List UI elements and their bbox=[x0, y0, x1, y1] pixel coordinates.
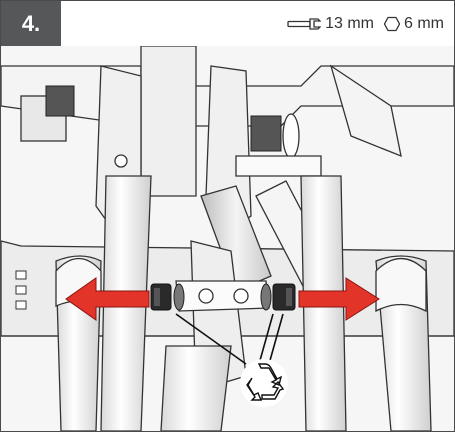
callout-line-right-1 bbox=[258, 313, 274, 365]
tool-wrench: 13 mm bbox=[287, 15, 374, 33]
wrench-size-label: 13 mm bbox=[325, 14, 374, 32]
recycle-icon bbox=[240, 359, 288, 407]
platform-slot-3 bbox=[15, 300, 27, 310]
tool-list: 13 mm 6 mm bbox=[281, 1, 444, 46]
platform-slot-2 bbox=[15, 285, 27, 295]
step-number-badge: 4. bbox=[1, 1, 61, 46]
hex-key-size-label: 6 mm bbox=[404, 14, 444, 32]
hex-key-icon bbox=[384, 16, 400, 31]
crossbar-bolt-left bbox=[198, 288, 214, 304]
washer-left bbox=[173, 283, 185, 311]
callout-line-left bbox=[175, 313, 247, 365]
center-post bbox=[140, 46, 197, 197]
clamp-right bbox=[375, 257, 427, 313]
crossbar bbox=[175, 280, 270, 312]
nut-left bbox=[150, 283, 172, 311]
crossbar-bolt-right bbox=[233, 288, 249, 304]
arrow-left bbox=[65, 277, 150, 321]
step-number: 4. bbox=[21, 10, 41, 36]
tool-hex-key: 6 mm bbox=[384, 15, 444, 33]
nut-right bbox=[272, 283, 296, 311]
wrench-icon bbox=[287, 17, 322, 30]
washer-right bbox=[260, 283, 272, 311]
assembly-illustration bbox=[1, 46, 454, 431]
right-frame-bar bbox=[329, 64, 402, 158]
callout-line-right-2 bbox=[268, 313, 284, 365]
right-dark-block bbox=[250, 115, 282, 152]
left-block-dark bbox=[45, 85, 75, 117]
bolt-left bbox=[114, 154, 128, 168]
arrow-right bbox=[298, 277, 380, 321]
platform-slot-1 bbox=[15, 270, 27, 280]
washer-top bbox=[282, 113, 300, 159]
pivot-arm bbox=[235, 155, 322, 177]
step-header: 4. 13 mm 6 mm bbox=[1, 1, 454, 46]
lower-tube-center bbox=[160, 345, 232, 431]
